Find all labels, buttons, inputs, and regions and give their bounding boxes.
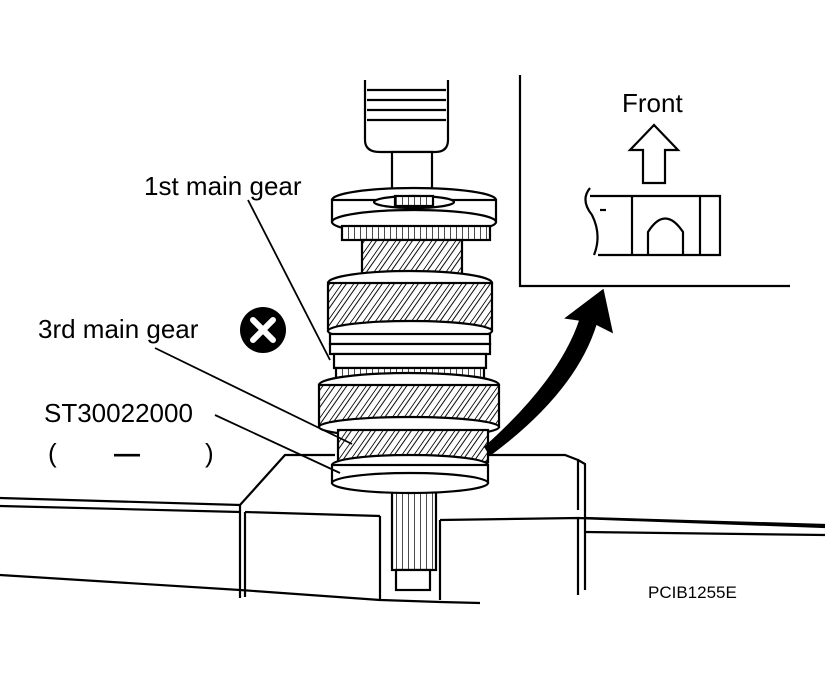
up-arrow-icon bbox=[627, 123, 681, 185]
inset-section bbox=[584, 187, 722, 257]
tool-number-dash: — bbox=[114, 438, 140, 468]
figure-code-label: PCIB1255E bbox=[648, 583, 737, 602]
press-ram bbox=[363, 80, 450, 196]
front-label: Front bbox=[622, 88, 683, 118]
gear-stack bbox=[317, 186, 501, 495]
third-main-gear-label: 3rd main gear bbox=[38, 314, 199, 344]
press-table bbox=[0, 453, 825, 605]
leader-lines bbox=[154, 199, 353, 474]
front-inset bbox=[518, 75, 790, 288]
tool-paren-close: ) bbox=[205, 438, 214, 468]
first-main-gear-label: 1st main gear bbox=[144, 171, 302, 201]
curved-arrow-icon bbox=[484, 288, 614, 457]
special-tool-label: ST30022000 bbox=[44, 398, 193, 428]
circled-x-icon bbox=[240, 307, 286, 353]
shaft-lower bbox=[390, 488, 438, 592]
tool-paren-open: ( bbox=[48, 438, 57, 468]
